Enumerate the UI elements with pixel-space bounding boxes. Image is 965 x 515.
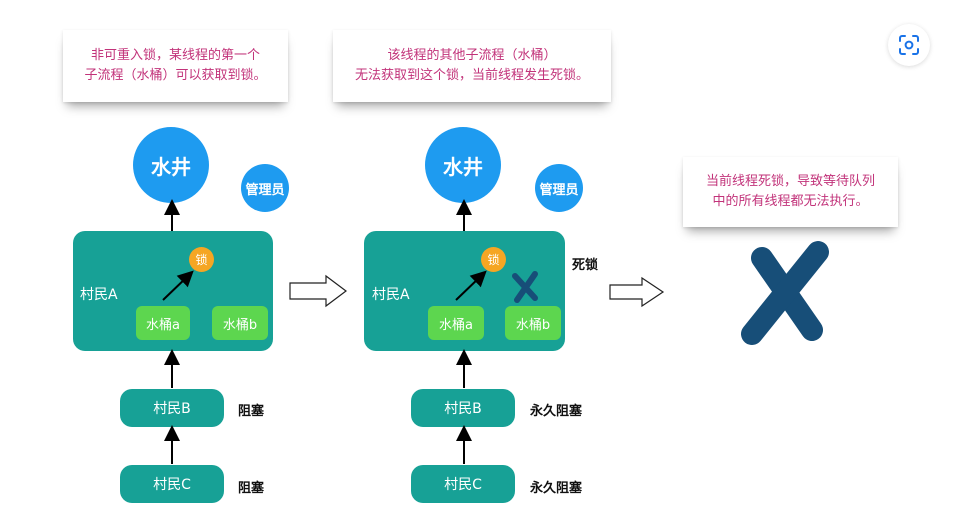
status-permanent-blocked-c: 永久阻塞 [530, 481, 583, 496]
note-line: 非可重入锁，某线程的第一个 [90, 48, 260, 63]
hollow-right-arrow-icon [289, 274, 347, 308]
well-circle: 水井 [425, 127, 501, 203]
note-reentrant: 非可重入锁，某线程的第一个 子流程（水桶）可以获取到锁。 [63, 30, 288, 102]
cross-icon [741, 241, 829, 345]
note-line: 当前线程死锁，导致等待队列 [705, 174, 875, 189]
admin-circle: 管理员 [241, 164, 289, 212]
note-line: 中的所有线程都无法执行。 [712, 194, 869, 209]
status-blocked-c: 阻塞 [238, 481, 265, 496]
bucket-a: 水桶a [428, 306, 484, 340]
arrow-diagonal-icon [162, 270, 194, 301]
scan-icon [899, 35, 919, 55]
villager-b-pill: 村民B [120, 389, 224, 427]
status-permanent-blocked-b: 永久阻塞 [530, 404, 583, 419]
bucket-b: 水桶b [212, 306, 268, 340]
bucket-b: 水桶b [505, 306, 561, 340]
arrow-diagonal-icon [455, 270, 487, 301]
lock-circle: 锁 [481, 247, 506, 272]
villager-c-pill: 村民C [411, 465, 515, 503]
status-blocked-b: 阻塞 [238, 404, 265, 419]
cross-icon [512, 271, 538, 303]
bucket-a: 水桶a [136, 306, 190, 340]
villager-c-pill: 村民C [120, 465, 224, 503]
note-queue-blocked: 当前线程死锁，导致等待队列 中的所有线程都无法执行。 [683, 157, 898, 227]
note-deadlock: 该线程的其他子流程（水桶） 无法获取到这个锁，当前线程发生死锁。 [333, 30, 611, 102]
villager-a-label: 村民A [80, 287, 118, 303]
note-line: 该线程的其他子流程（水桶） [387, 48, 557, 63]
villager-a-label: 村民A [372, 287, 410, 303]
scan-button[interactable] [888, 24, 930, 66]
well-circle: 水井 [133, 127, 209, 203]
admin-circle: 管理员 [535, 164, 583, 212]
villager-b-pill: 村民B [411, 389, 515, 427]
hollow-right-arrow-icon [609, 276, 665, 308]
deadlock-label: 死锁 [572, 258, 599, 273]
note-line: 子流程（水桶）可以获取到锁。 [84, 68, 267, 83]
note-line: 无法获取到这个锁，当前线程发生死锁。 [354, 68, 589, 83]
lock-circle: 锁 [189, 247, 214, 272]
